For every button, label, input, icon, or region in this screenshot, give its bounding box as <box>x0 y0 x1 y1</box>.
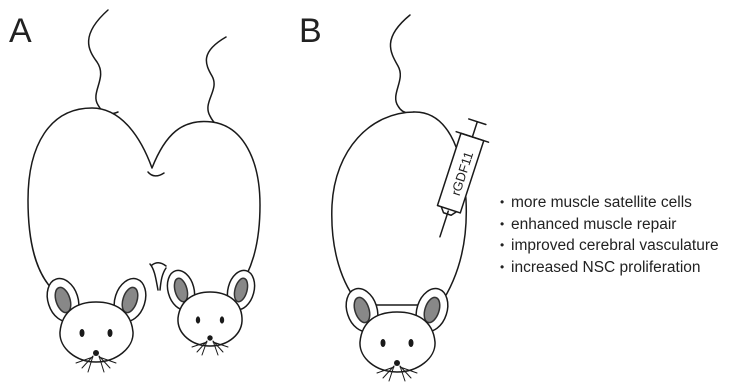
list-item: increased NSC proliferation <box>500 257 719 279</box>
eye <box>220 316 224 323</box>
mouse-icon <box>42 274 151 372</box>
list-item: enhanced muscle repair <box>500 214 719 236</box>
mouse-a-left-tail <box>89 10 118 114</box>
nose <box>207 335 212 340</box>
treated-mouse: rGDF11 <box>332 15 494 381</box>
eye <box>108 329 113 337</box>
mouse-a-right-tail <box>206 37 226 128</box>
panel-label-b: B <box>299 14 322 48</box>
junction-lower <box>150 264 158 290</box>
syringe-plunger-rod <box>472 122 477 137</box>
panel-label-a: A <box>9 14 32 48</box>
mouse-icon <box>163 267 258 355</box>
eye <box>80 329 85 337</box>
eye <box>409 339 414 347</box>
nose <box>394 360 400 366</box>
list-item: improved cerebral vasculature <box>500 235 719 257</box>
nose <box>93 350 99 356</box>
parabiotic-body-outline <box>28 108 260 296</box>
eye <box>196 316 200 323</box>
parabiosis-pair <box>28 10 260 372</box>
mouse-b-tail <box>390 15 414 113</box>
findings-list: more muscle satellite cells enhanced mus… <box>500 192 719 279</box>
junction-lower-2 <box>160 268 166 290</box>
list-item: more muscle satellite cells <box>500 192 719 214</box>
eye <box>381 339 386 347</box>
junction-lower-mark <box>152 263 166 266</box>
